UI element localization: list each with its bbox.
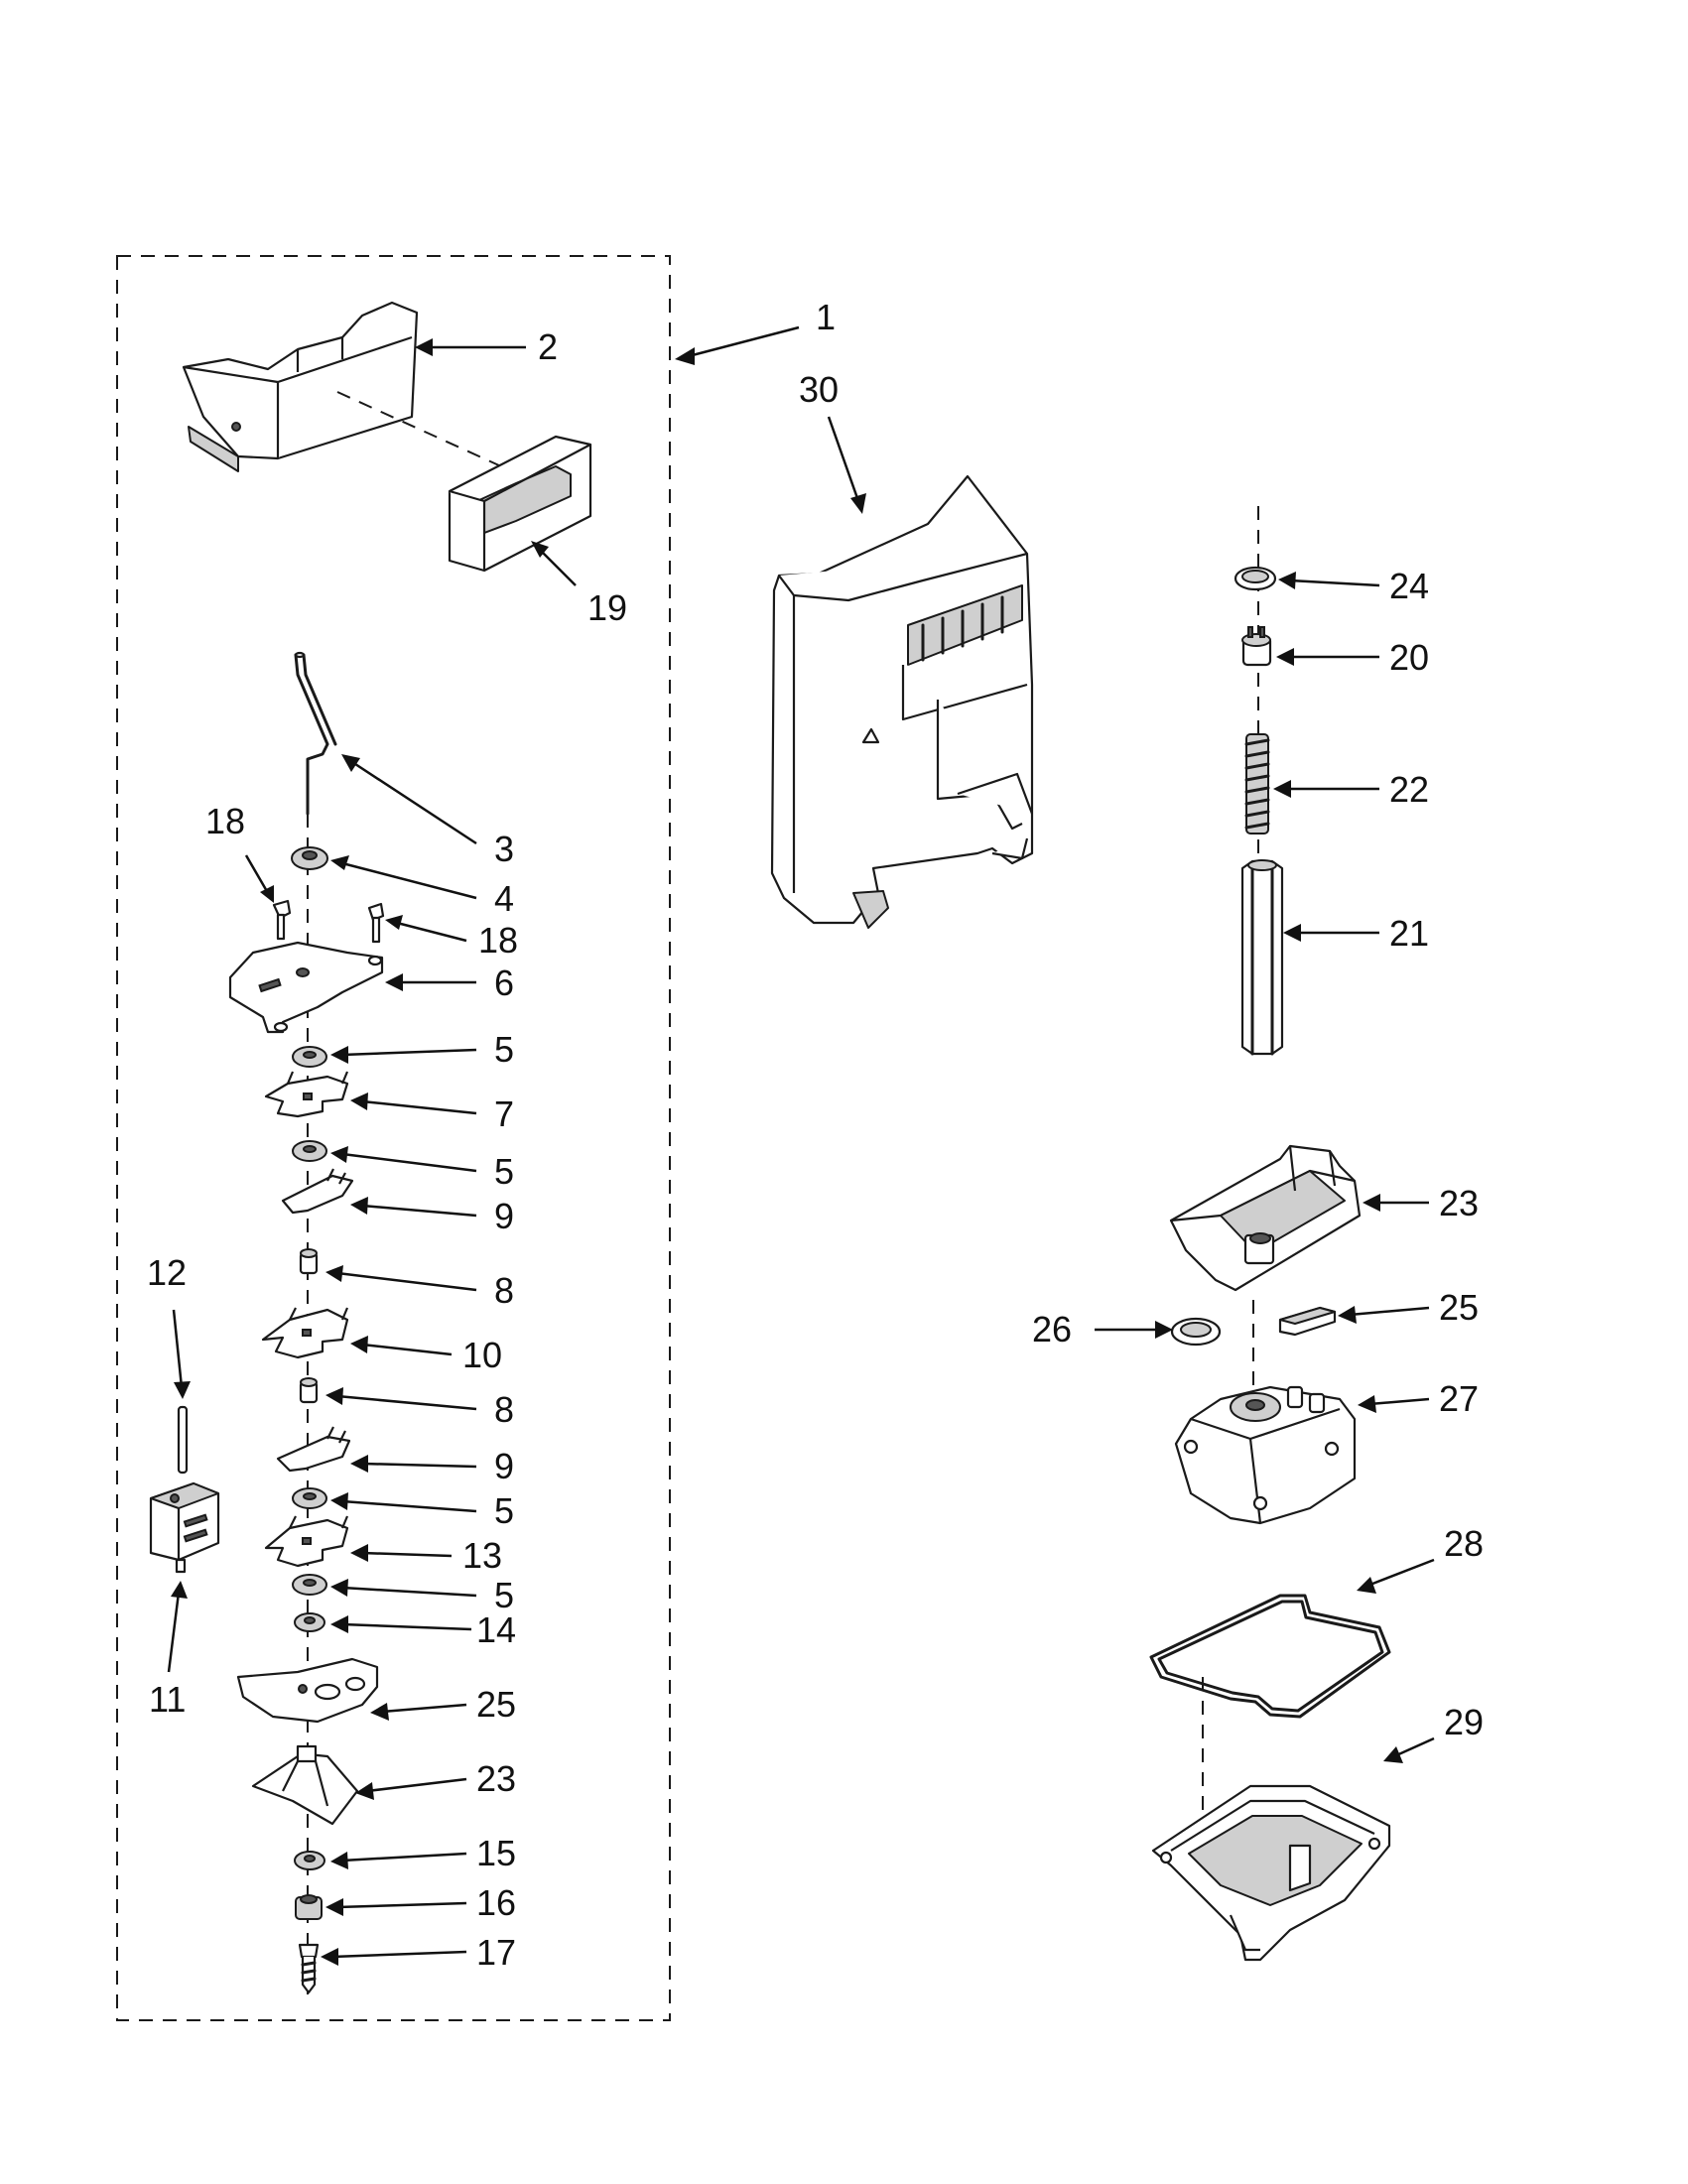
callout-25-a: 25: [476, 1684, 516, 1725]
part-screw-17: [298, 1943, 320, 1994]
part-crusher-blade-10: [261, 1307, 349, 1359]
dash-bin-to-handle: [336, 391, 502, 467]
callout-labels: 1 2 30 19 3 18 4 18 6 5 7 5 9 12 8 10 8 …: [147, 297, 1484, 1973]
callout-28: 28: [1444, 1523, 1484, 1564]
assembly-group-boundary: [116, 255, 671, 2021]
callout-5-a: 5: [494, 1029, 514, 1070]
callout-19: 19: [587, 587, 627, 628]
callout-5-c: 5: [494, 1490, 514, 1531]
callout-23-a: 23: [476, 1758, 516, 1799]
part-crusher-blade-13: [264, 1515, 349, 1568]
part-spacer-c: [292, 1487, 327, 1509]
part-screw-right: [367, 902, 385, 944]
callout-8-b: 8: [494, 1389, 514, 1430]
callout-29: 29: [1444, 1702, 1484, 1742]
callout-26: 26: [1032, 1309, 1072, 1349]
callout-6: 6: [494, 963, 514, 1003]
part-blade-9b: [276, 1426, 351, 1473]
callout-14: 14: [476, 1609, 516, 1650]
part-ring-24: [1234, 566, 1277, 591]
part-container-handle: [448, 435, 592, 573]
callout-12: 12: [147, 1252, 187, 1293]
part-motor-gearbox-27: [1174, 1385, 1357, 1525]
part-drive-housing-23b: [1169, 1144, 1362, 1292]
part-spacer-d: [292, 1574, 327, 1596]
part-crusher-blade-7: [264, 1071, 349, 1118]
part-pin-12: [177, 1405, 189, 1475]
callout-3: 3: [494, 829, 514, 869]
part-screw-left: [272, 899, 292, 941]
callout-25-b: 25: [1439, 1287, 1479, 1328]
part-washer-14: [294, 1612, 325, 1632]
callout-13: 13: [462, 1535, 502, 1576]
callout-7: 7: [494, 1093, 514, 1134]
part-nut-16: [295, 1894, 323, 1920]
part-spring-22: [1244, 733, 1270, 835]
callout-18-right: 18: [478, 920, 518, 961]
callout-20: 20: [1389, 637, 1429, 678]
part-plate-25a: [236, 1657, 379, 1724]
callout-18-left: 18: [205, 801, 245, 841]
callout-1: 1: [816, 297, 836, 337]
callout-9-a: 9: [494, 1196, 514, 1236]
part-pad-25b: [1278, 1306, 1337, 1337]
callout-23-b: 23: [1439, 1183, 1479, 1223]
callout-22: 22: [1389, 769, 1429, 810]
callout-11: 11: [149, 1679, 186, 1720]
callout-9-b: 9: [494, 1446, 514, 1486]
callout-24: 24: [1389, 566, 1429, 606]
part-hex-shaft-21: [1240, 859, 1284, 1056]
part-ice-container: [182, 301, 419, 472]
leader-lines: [167, 325, 1435, 1966]
callout-5-d: 5: [494, 1575, 514, 1615]
part-dispenser-housing-30: [770, 474, 1034, 929]
callout-16: 16: [476, 1882, 516, 1923]
part-bearing: [291, 846, 328, 870]
part-bushing-8b: [299, 1377, 319, 1404]
callout-17: 17: [476, 1932, 516, 1973]
part-blade-9a: [281, 1168, 354, 1215]
callout-2: 2: [538, 326, 558, 367]
callout-27: 27: [1439, 1378, 1479, 1419]
part-auger-wire: [294, 651, 337, 816]
part-gasket-28: [1149, 1594, 1391, 1719]
callout-30: 30: [799, 369, 839, 410]
part-switch-block-11: [149, 1481, 220, 1574]
callout-10: 10: [462, 1335, 502, 1375]
part-bushing-8a: [299, 1248, 319, 1275]
callout-21: 21: [1389, 913, 1429, 954]
part-mounting-plate: [228, 941, 384, 1034]
part-base-housing-29: [1151, 1784, 1391, 1962]
callout-5-b: 5: [494, 1151, 514, 1192]
callout-15: 15: [476, 1833, 516, 1873]
part-washer-15: [294, 1851, 325, 1870]
part-gasket-ring-26: [1170, 1317, 1222, 1347]
part-spacer-b: [292, 1140, 327, 1162]
part-spacer-a: [292, 1046, 327, 1068]
part-coupler-20: [1241, 626, 1272, 667]
part-auger-cone-23a: [251, 1744, 359, 1826]
callout-8-a: 8: [494, 1270, 514, 1311]
callout-4: 4: [494, 878, 514, 919]
